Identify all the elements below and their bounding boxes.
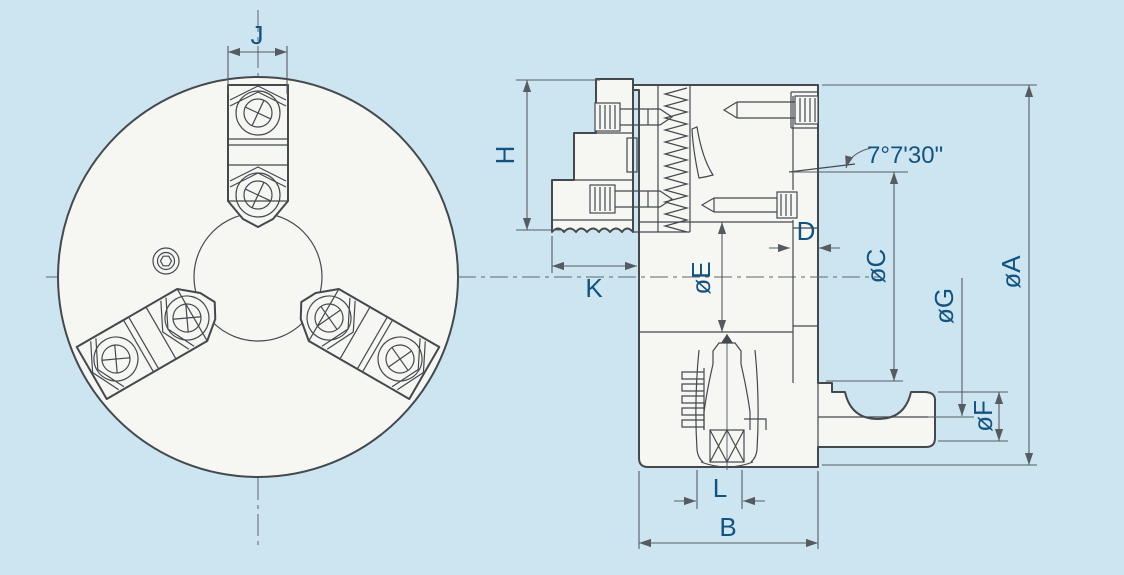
- dimension-d: D: [769, 216, 840, 253]
- front-view: [46, 10, 470, 546]
- dimensions: J H K øE D 7°7'30": [227, 20, 1037, 549]
- dimension-f: øF: [938, 391, 1008, 442]
- dimension-k: K: [551, 236, 637, 303]
- jaw-top: [227, 84, 289, 228]
- serration-teeth: [662, 87, 690, 233]
- dim-label-c: øC: [861, 249, 891, 284]
- dimension-b: B: [638, 471, 819, 549]
- dim-label-f: øF: [968, 400, 998, 432]
- dimension-h: H: [490, 79, 600, 231]
- dim-label-a: øA: [996, 255, 1026, 289]
- dimension-a: øA: [822, 84, 1037, 466]
- dim-label-g: øG: [929, 288, 959, 324]
- rack-teeth: [681, 368, 705, 430]
- dim-label-b: B: [719, 512, 736, 542]
- pinion: [695, 334, 767, 470]
- dimension-c: øC: [826, 172, 903, 382]
- jaw-screw-upper: [594, 102, 674, 132]
- mount-screw-upper: [722, 91, 819, 129]
- dimension-j: J: [227, 20, 288, 94]
- mount-screw-lower: [700, 191, 798, 219]
- dim-label-e: øE: [686, 261, 716, 294]
- jaw-screw-lower: [589, 184, 674, 214]
- body-silhouette: [629, 84, 936, 468]
- taper-line: [788, 163, 856, 173]
- dimension-g: øG: [928, 278, 974, 418]
- dim-label-angle: 7°7'30": [867, 142, 943, 169]
- dim-label-j: J: [251, 20, 264, 50]
- face-screw: [152, 247, 180, 275]
- dim-label-l: L: [713, 473, 727, 503]
- section-jaw: [551, 78, 674, 233]
- dimension-e: øE: [686, 222, 727, 332]
- dimension-angle: 7°7'30": [845, 142, 943, 169]
- dimension-l: L: [674, 470, 765, 509]
- dim-label-k: K: [585, 273, 603, 303]
- section-view: [458, 78, 936, 470]
- dim-label-d: D: [797, 216, 816, 246]
- scroll-section: [691, 126, 714, 179]
- dim-label-h: H: [490, 146, 520, 165]
